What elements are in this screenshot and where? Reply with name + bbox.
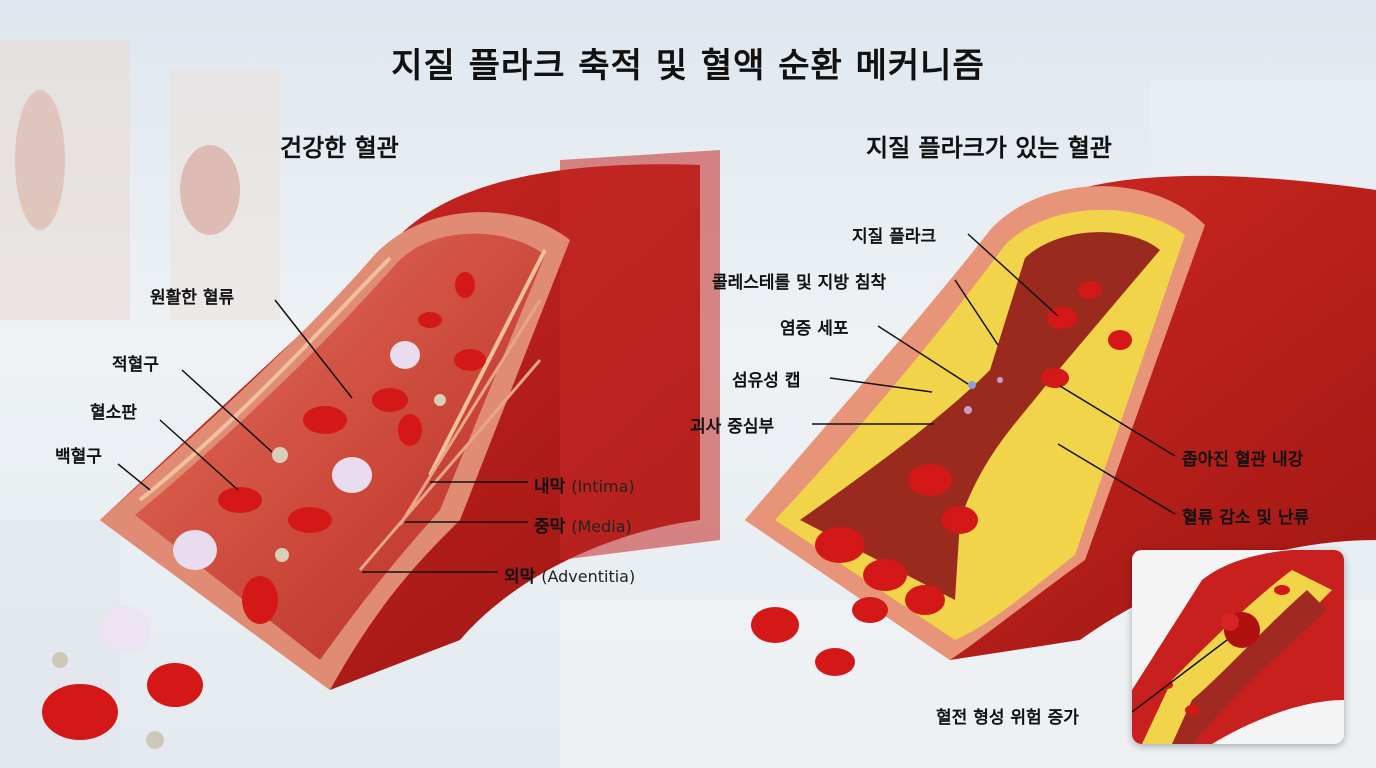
rbc-cell — [288, 507, 332, 533]
rbc-cell — [908, 464, 952, 496]
thrombosis-inset — [1132, 550, 1344, 744]
rbc-cell — [454, 349, 486, 371]
label-fibrous-cap: 섬유성 캡 — [732, 371, 801, 391]
rbc-cell — [905, 585, 945, 615]
label-inflammatory-cells: 염증 세포 — [780, 319, 849, 339]
leader-thrombosis — [1132, 639, 1228, 713]
rbc-cell — [398, 414, 422, 446]
plaque-vessel-subtitle: 지질 플라크가 있는 혈관 — [866, 134, 1112, 162]
wbc-cell — [99, 606, 151, 654]
label-intima-en: (Intima) — [571, 477, 635, 496]
label-turbulence: 혈류 감소 및 난류 — [1182, 508, 1310, 528]
leader-narrowed-lumen — [1059, 385, 1176, 457]
left-blood-cells — [173, 272, 486, 624]
label-platelet: 혈소판 — [90, 403, 137, 423]
rbc-cell — [242, 576, 278, 624]
rbc-cell — [147, 663, 203, 707]
leader-rbc — [181, 369, 273, 453]
wbc-cell — [332, 457, 372, 493]
intima-line-right — [428, 249, 547, 476]
label-intima-ko: 내막 — [534, 477, 566, 497]
rbc-cell — [1078, 281, 1102, 299]
platelet-cell — [434, 394, 446, 406]
label-media-en: (Media) — [571, 517, 632, 536]
rbc-cell — [218, 487, 262, 513]
label-wbc: 백혈구 — [55, 447, 102, 467]
spilled-cells — [42, 606, 203, 749]
inset-lumen — [1172, 590, 1327, 744]
rbc-cell — [1041, 368, 1069, 388]
inflammatory-cell — [968, 381, 976, 389]
leader-flow — [274, 299, 353, 399]
label-adventitia: 외막 (Adventitia) — [504, 562, 635, 587]
inset-vessel — [1132, 550, 1344, 744]
label-rbc: 적혈구 — [112, 355, 159, 375]
right-blood-cells — [751, 281, 1132, 676]
vessel-far-end — [560, 150, 720, 560]
inflammatory-cell — [997, 377, 1003, 383]
media-line — [398, 299, 542, 526]
leader-wbc — [117, 463, 151, 491]
left-leader-lines — [117, 299, 528, 573]
rbc-cell — [852, 597, 888, 623]
label-necrotic-core: 괴사 중심부 — [690, 417, 775, 437]
rbc-cell — [418, 312, 442, 328]
leader-plaque — [967, 233, 1059, 317]
wbc-cell — [173, 530, 217, 570]
rbc-cell — [42, 684, 118, 740]
thrombus-clot — [1221, 613, 1239, 631]
rbc-cell — [372, 388, 408, 412]
vessel-lumen — [135, 233, 545, 661]
leader-fibrous-cap — [829, 377, 933, 393]
leader-turbulence — [1057, 443, 1176, 515]
rbc-cell — [751, 607, 799, 643]
leader-cholesterol — [954, 279, 999, 346]
healthy-vessel-subtitle: 건강한 혈관 — [280, 134, 399, 162]
label-media-ko: 중막 — [534, 517, 566, 537]
platelet-cell — [275, 548, 289, 562]
leader-inflammatory — [877, 325, 969, 385]
label-thrombosis-risk: 혈전 형성 위험 증가 — [936, 708, 1079, 728]
rbc-cell — [815, 527, 865, 563]
platelet-cell — [52, 652, 68, 668]
rbc-cell — [455, 272, 475, 298]
wbc-cell — [390, 341, 420, 369]
leader-platelet — [159, 419, 239, 491]
rbc-cell — [303, 406, 347, 434]
platelet-cell — [272, 447, 288, 463]
rbc-cell — [1274, 585, 1290, 595]
label-lipid-plaque: 지질 플라크 — [852, 227, 937, 247]
rbc-cell — [863, 559, 907, 591]
page-title: 지질 플라크 축적 및 혈액 순환 메커니즘 — [391, 46, 985, 86]
heart-figure — [180, 145, 240, 235]
inflammatory-cell — [964, 406, 972, 414]
rbc-cell — [1108, 330, 1132, 350]
body-figure — [15, 90, 65, 230]
label-cholesterol: 콜레스테롤 및 지방 침착 — [712, 273, 887, 293]
label-adventitia-ko: 외막 — [504, 567, 536, 587]
label-narrowed-lumen: 좁아진 혈관 내강 — [1182, 450, 1304, 470]
right-leader-lines — [812, 233, 1176, 515]
rbc-cell — [815, 648, 855, 676]
label-media: 중막 (Media) — [534, 512, 632, 537]
platelet-cell — [146, 731, 164, 749]
intima-line-top — [138, 256, 392, 502]
label-smooth-flow: 원활한 혈류 — [150, 288, 235, 308]
adventitia-line — [358, 359, 542, 571]
rbc-cell — [942, 506, 978, 534]
rbc-cell — [1185, 705, 1199, 715]
label-intima: 내막 (Intima) — [534, 472, 635, 497]
heart-poster — [170, 70, 280, 320]
label-adventitia-en: (Adventitia) — [541, 567, 636, 586]
